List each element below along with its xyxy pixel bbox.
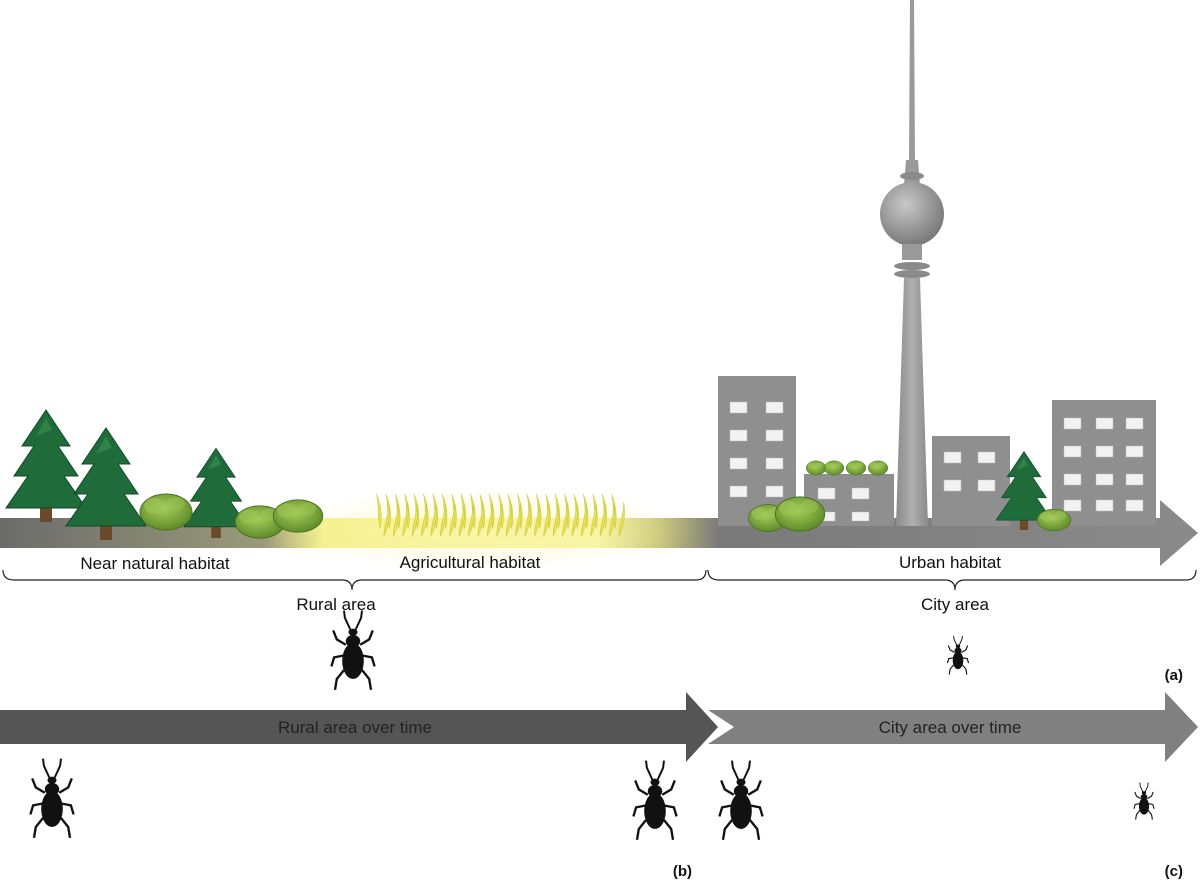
building-icon	[1052, 400, 1156, 526]
bush-icon	[774, 496, 826, 532]
tv-tower-icon	[880, 0, 944, 526]
bush-icon	[139, 493, 193, 531]
panel-label-a: (a)	[1165, 667, 1183, 684]
beetle-icon	[632, 759, 678, 841]
area-label-city: City area	[921, 595, 990, 614]
rural-timeline-arrow	[0, 692, 718, 762]
bush-icon	[1036, 508, 1072, 532]
beetle-icon	[29, 757, 75, 839]
beetle-icon	[718, 759, 764, 841]
bush-icon	[845, 460, 867, 476]
timeline-label-city: City area over time	[879, 718, 1022, 737]
bush-icon	[805, 460, 827, 476]
building-icon	[932, 436, 1010, 526]
area-label-rural: Rural area	[296, 595, 376, 614]
conifer-tree-icon	[5, 409, 87, 523]
city-timeline-arrow	[708, 692, 1198, 762]
habitat-label-near-natural: Near natural habitat	[80, 554, 230, 573]
bush-icon	[272, 499, 324, 533]
bush-icon	[823, 460, 845, 476]
urban-skyline	[718, 0, 1156, 532]
rural-area-brace	[2, 569, 707, 591]
building-icon	[718, 376, 796, 526]
beetle-icon	[330, 609, 376, 691]
habitat-label-urban: Urban habitat	[899, 553, 1001, 572]
bush-icon	[867, 460, 889, 476]
beetle-icon	[946, 635, 970, 676]
habitat-label-agricultural: Agricultural habitat	[400, 553, 541, 572]
conifer-tree-icon	[65, 427, 147, 541]
beetle-icon	[1133, 782, 1155, 821]
panel-label-c: (c)	[1165, 863, 1183, 880]
city-area-brace	[707, 569, 1197, 591]
timeline-label-rural: Rural area over time	[278, 718, 432, 737]
panel-label-b: (b)	[673, 863, 692, 880]
